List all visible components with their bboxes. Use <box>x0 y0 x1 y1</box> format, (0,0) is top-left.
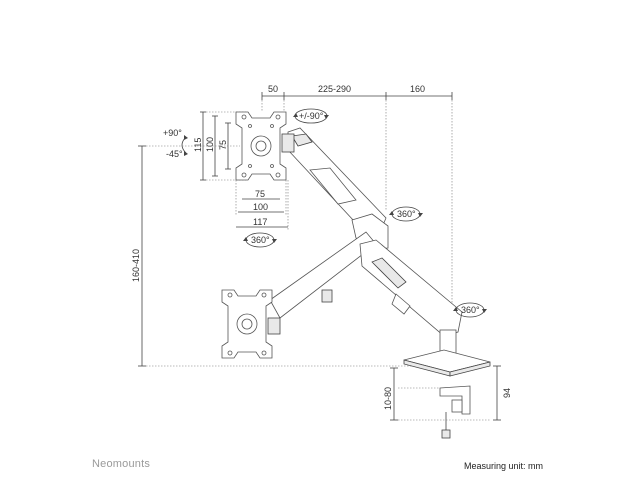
height-range-label: 160-410 <box>131 249 141 282</box>
rotate-pole-label: 360° <box>461 305 480 315</box>
rotate-plate-indicator <box>243 232 277 248</box>
vesa-117-label: 117 <box>253 217 267 227</box>
pole-and-clamp <box>403 329 491 439</box>
rotate-elbow-label: 360° <box>397 209 416 219</box>
vesa-plate-top <box>235 111 287 181</box>
vesa-plate-bottom <box>221 289 281 359</box>
vesa-75-h-label: 75 <box>255 189 265 199</box>
offset-50-label: 50 <box>268 84 278 94</box>
clamp-range-label: 10-80 <box>383 387 393 410</box>
reach-label: 225-290 <box>318 84 351 94</box>
swivel-indicator <box>293 108 329 124</box>
tilt-down-label: -45° <box>166 149 183 159</box>
vesa-115-label: 115 <box>193 138 203 152</box>
rotate-elbow-indicator <box>389 206 423 222</box>
measuring-unit-note: Measuring unit: mm <box>464 461 544 471</box>
vesa-75-v-label: 75 <box>218 140 228 150</box>
vesa-100-h-label: 100 <box>253 202 268 212</box>
clamp-height-label: 94 <box>502 388 512 398</box>
rotate-plate-label: 360° <box>251 235 270 245</box>
swivel-label: +/-90° <box>299 111 324 121</box>
lower-arm <box>269 231 463 337</box>
vesa-100-v-label: 100 <box>205 137 215 152</box>
clamp-dimensions <box>390 365 501 421</box>
tilt-up-label: +90° <box>163 128 182 138</box>
upper-arm-raised <box>281 127 389 251</box>
rotate-pole-indicator <box>453 302 487 318</box>
brand-logo: Neomounts <box>92 458 151 470</box>
vesa-horizontal-dims <box>235 180 289 230</box>
height-dimension <box>138 145 470 367</box>
depth-160-label: 160 <box>410 84 425 94</box>
